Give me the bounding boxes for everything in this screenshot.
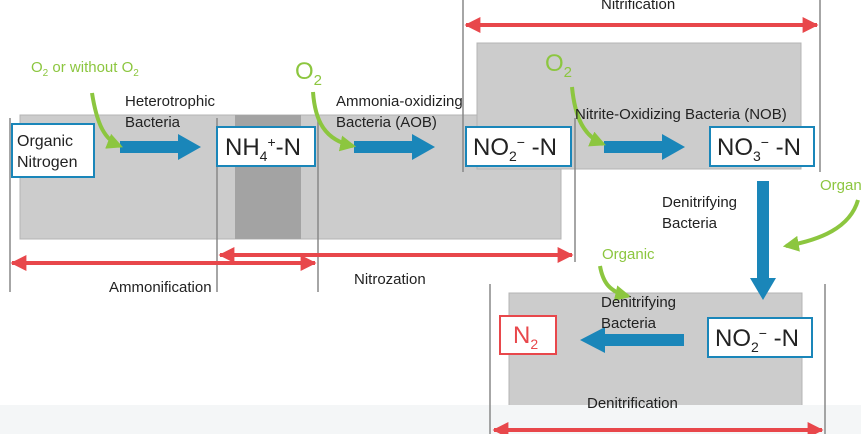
green-arrow-o2-nob (570, 86, 606, 147)
green-arrow-organic-denit (598, 265, 632, 302)
arrow-nitritation (354, 134, 435, 160)
n2-box (499, 315, 557, 355)
ammonification-label: Ammonification (109, 279, 212, 296)
no2-box (465, 126, 572, 167)
no2-label: NO2− -N (473, 134, 557, 164)
o2-nob-label: O2 (545, 50, 572, 81)
organic-denit-label: Organic (602, 246, 655, 263)
nitrozation-label: Nitrozation (354, 271, 426, 288)
o2-or-without-label: O2 or without O2 (31, 59, 139, 79)
aob-label-2: Bacteria (AOB) (336, 114, 437, 131)
arrow-nitratation (604, 134, 685, 160)
organic-nitrogen-line2: Nitrogen (17, 154, 77, 171)
nob-label: Nitrite-Oxidizing Bacteria (NOB) (575, 106, 787, 123)
organic-right-label: Organ (820, 177, 861, 194)
n2-label: N2 (513, 322, 538, 352)
heterotrophic-label-1: Heterotrophic (125, 93, 216, 110)
denit-down-label-2: Bacteria (662, 215, 718, 232)
denit-left-label-1: Denitrifying (601, 294, 676, 311)
no3-box (709, 126, 815, 167)
heterotrophic-label-2: Bacteria (125, 114, 181, 131)
nh4-box (216, 126, 316, 167)
no2-box-denit (707, 317, 813, 358)
organic-nitrogen-box (11, 123, 95, 178)
arrow-ammonification (120, 134, 201, 160)
denit-left-label-2: Bacteria (601, 315, 657, 332)
green-arrow-organic-right (782, 199, 860, 252)
arrow-denitrify-left (580, 327, 684, 353)
nitrification-label: Nitrification (601, 0, 675, 13)
o2-aob-label: O2 (295, 58, 322, 89)
denitrification-label: Denitrification (587, 395, 678, 412)
no2-label-denit: NO2− -N (715, 325, 799, 355)
denit-down-label-1: Denitrifying (662, 194, 737, 211)
arrow-denitrify-down (750, 181, 776, 300)
nh4-label: NH4+-N (225, 134, 301, 164)
organic-nitrogen-line1: Organic (17, 133, 73, 150)
no3-label: NO3− -N (717, 134, 801, 164)
green-arrow-o2-aob (311, 91, 357, 152)
aob-label-1: Ammonia-oxidizing (336, 93, 463, 110)
green-arrow-o2-heterotrophic (90, 92, 123, 149)
